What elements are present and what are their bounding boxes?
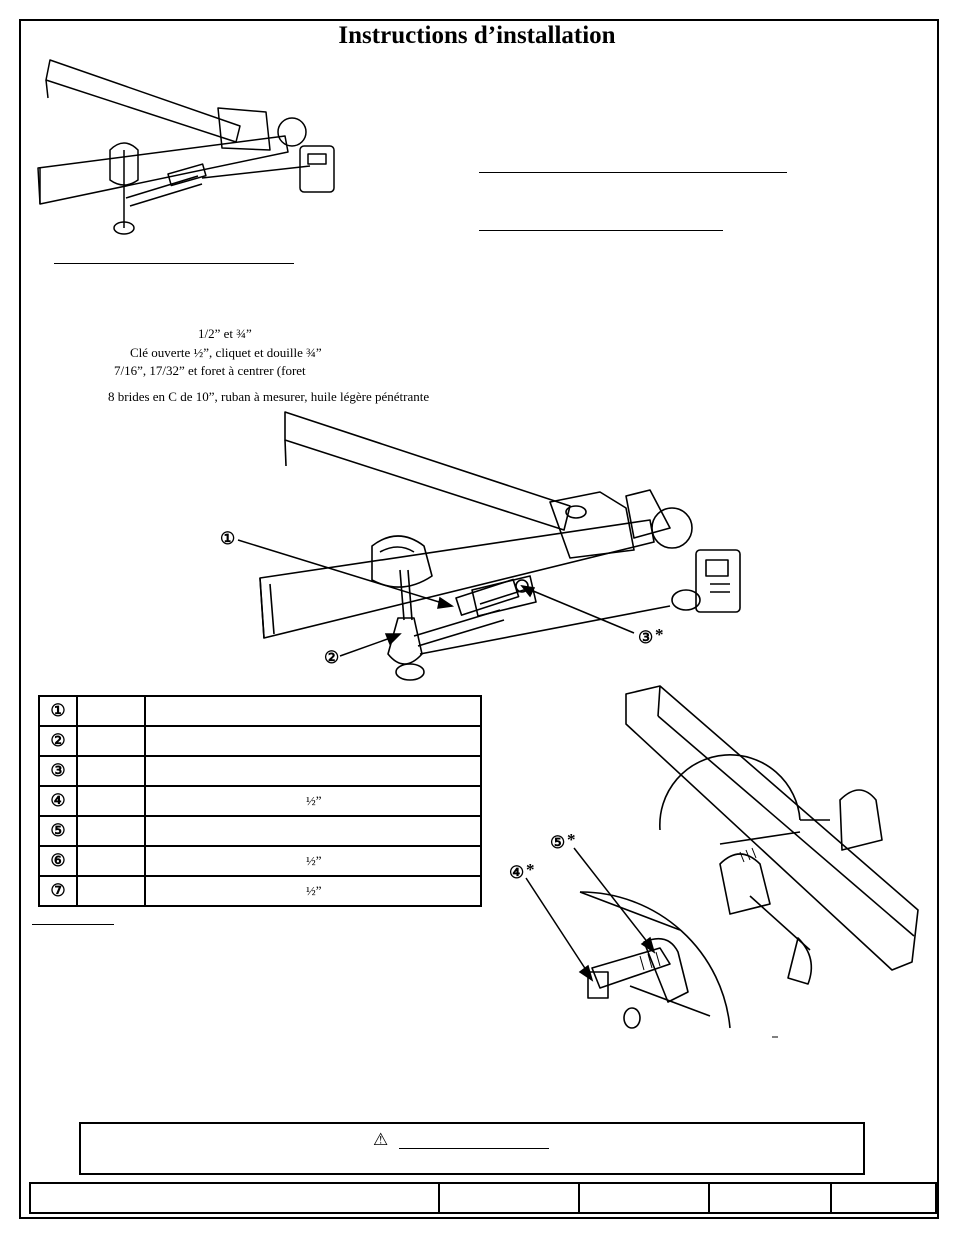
hitch-main-illustration — [259, 411, 741, 681]
part-qty — [76, 695, 146, 727]
part-num: ② — [38, 725, 78, 757]
tool-line-4: 8 brides en C de 10”, ruban à mesurer, h… — [108, 389, 430, 404]
detail-illustration — [579, 685, 919, 1029]
part-num: ③ — [38, 755, 78, 787]
table-row: ① — [38, 695, 482, 727]
part-qty — [76, 845, 146, 877]
part-num: ⑦ — [38, 875, 78, 907]
table-row: ② — [38, 725, 482, 757]
footer-cell-4 — [708, 1182, 832, 1214]
tool-line-3: 7/16”, 17/32” et foret à centrer (foret — [114, 363, 306, 378]
section-heading-rule — [54, 263, 294, 264]
leader-lines-main — [237, 539, 635, 657]
part-desc — [144, 695, 482, 727]
part-qty — [76, 785, 146, 817]
blank-line-2 — [479, 230, 723, 231]
blank-line-1 — [479, 172, 787, 173]
part-desc — [144, 755, 482, 787]
callout-4-star: * — [526, 860, 535, 879]
callout-5-star: * — [567, 830, 576, 849]
part-num: ⑤ — [38, 815, 78, 847]
part-qty — [76, 875, 146, 907]
warning-triangle-icon: ⚠ — [373, 1130, 389, 1149]
part-desc: ½” — [144, 875, 482, 907]
note-heading-rule — [32, 924, 114, 925]
warning-box: ⚠ — [79, 1122, 865, 1175]
table-row: ⑤ — [38, 815, 482, 847]
page-title: Instructions d’installation — [338, 22, 616, 49]
footer-cell-1 — [29, 1182, 440, 1214]
part-desc: ½” — [144, 785, 482, 817]
table-row: ⑦ ½” — [38, 875, 482, 907]
footer-cell-5 — [830, 1182, 937, 1214]
part-num: ⑥ — [38, 845, 78, 877]
callout-3-star: * — [655, 625, 664, 644]
part-qty — [76, 725, 146, 757]
footer-cell-3 — [578, 1182, 710, 1214]
part-qty — [76, 755, 146, 787]
table-row: ④ ½” — [38, 785, 482, 817]
part-desc: ½” — [144, 845, 482, 877]
table-row: ⑥ ½” — [38, 845, 482, 877]
callout-4: ④ — [509, 863, 525, 882]
footer-table — [29, 1182, 937, 1214]
table-row: ③ — [38, 755, 482, 787]
callout-5: ⑤ — [550, 833, 566, 852]
callout-2: ② — [324, 648, 340, 667]
tool-line-1: 1/2” et ¾” — [198, 326, 252, 341]
tool-line-2: Clé ouverte ½”, cliquet et douille ¾” — [130, 345, 322, 360]
part-desc — [144, 725, 482, 757]
warning-heading-rule — [399, 1148, 549, 1149]
page-frame — [19, 19, 939, 1219]
hitch-overview-illustration — [37, 59, 335, 235]
part-num: ① — [38, 695, 78, 727]
callout-3: ③ — [638, 628, 654, 647]
footer-cell-2 — [438, 1182, 580, 1214]
callout-1: ① — [220, 529, 236, 548]
part-num: ④ — [38, 785, 78, 817]
part-desc — [144, 815, 482, 847]
part-qty — [76, 815, 146, 847]
leader-lines-detail — [525, 847, 778, 1038]
